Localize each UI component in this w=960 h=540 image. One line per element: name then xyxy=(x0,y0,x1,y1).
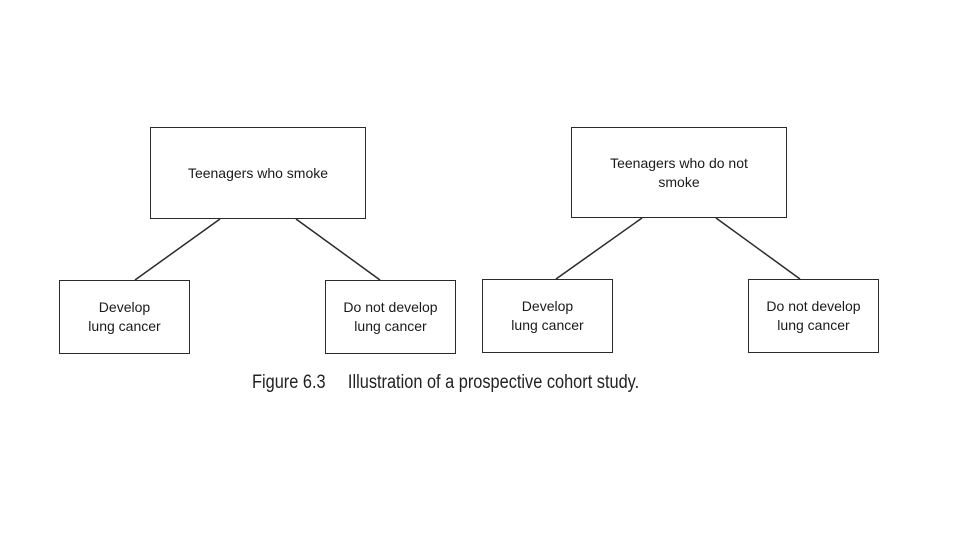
connector-left-to-not-develop xyxy=(295,218,381,281)
nonsmokers-not-develop-box: Do not develop lung cancer xyxy=(748,279,879,353)
smokers-develop-box: Develop lung cancer xyxy=(59,280,190,354)
smokers-not-develop-label: Do not develop lung cancer xyxy=(343,299,438,334)
root-nonsmokers-label: Teenagers who do not smoke xyxy=(610,154,748,190)
connector-right-to-not-develop xyxy=(715,217,801,280)
root-nonsmokers-box: Teenagers who do not smoke xyxy=(571,127,787,218)
connector-left-to-develop xyxy=(134,218,221,281)
figure-label: Figure 6.3 xyxy=(252,372,326,393)
nonsmokers-develop-box: Develop lung cancer xyxy=(482,279,613,353)
nonsmokers-not-develop-label: Do not develop lung cancer xyxy=(766,298,861,333)
figure-caption: Figure 6.3 Illustration of a prospective … xyxy=(252,372,648,394)
figure-caption-text: Illustration of a prospective cohort stu… xyxy=(347,372,640,393)
root-smokers-box: Teenagers who smoke xyxy=(150,127,366,219)
smokers-not-develop-box: Do not develop lung cancer xyxy=(325,280,456,354)
connector-right-to-develop xyxy=(555,217,643,280)
smokers-develop-label: Develop lung cancer xyxy=(88,299,161,334)
nonsmokers-develop-label: Develop lung cancer xyxy=(511,298,584,333)
root-smokers-label: Teenagers who smoke xyxy=(187,164,329,181)
